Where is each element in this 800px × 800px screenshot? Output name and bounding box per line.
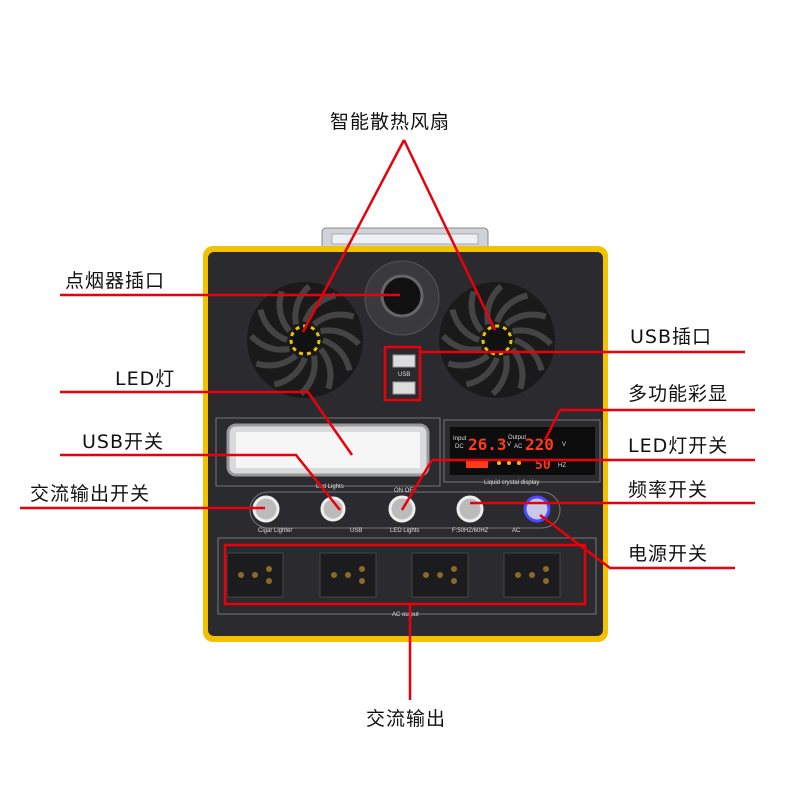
outlet-hole xyxy=(345,572,351,578)
power-switch[interactable] xyxy=(523,495,551,523)
label-ac-output: 交流输出 xyxy=(366,708,447,730)
frequency-switch[interactable] xyxy=(456,495,484,523)
lcd-input-value: 26.3 xyxy=(468,435,507,454)
usb-switch[interactable] xyxy=(320,496,346,522)
fan-blade xyxy=(449,308,481,343)
btn-caption-led: LED Lights xyxy=(390,528,419,534)
annotation-lines xyxy=(20,139,755,700)
outlet-hole xyxy=(238,572,244,578)
lcd-volt-2: V xyxy=(562,442,566,448)
outlet-hole xyxy=(515,572,521,578)
outlet-hole xyxy=(359,566,365,572)
label-usb-port: USB插口 xyxy=(630,326,713,348)
handle xyxy=(321,227,489,251)
outlet-hole xyxy=(331,572,337,578)
outlet-hole xyxy=(529,572,535,578)
outlet-hole xyxy=(252,572,258,578)
btn-caption-cigar: Cigar Lighter xyxy=(258,528,292,534)
fan-blade xyxy=(255,353,298,369)
fan-blade xyxy=(504,311,547,327)
label-usb-switch: USB开关 xyxy=(82,431,165,453)
ac-output-caption: AC output xyxy=(392,612,419,618)
fan-blade xyxy=(318,347,334,390)
fan-right xyxy=(439,282,555,398)
led-lights-caption: Led Lights xyxy=(316,484,344,490)
fan-blade xyxy=(447,353,490,369)
lcd-caption: Liquid crystal display xyxy=(484,480,539,486)
ac-outlets: AC output xyxy=(217,537,597,618)
fan-blade xyxy=(321,337,353,372)
outlet-hole xyxy=(359,578,365,584)
outlet-hole xyxy=(543,578,549,584)
outlet-hole xyxy=(437,572,443,578)
outlet-hole xyxy=(451,566,457,572)
lcd-dc-label: DC xyxy=(455,444,464,450)
outlet-hole xyxy=(423,572,429,578)
outlet-hole xyxy=(266,566,272,572)
fan-blade xyxy=(248,333,290,353)
fan-blade xyxy=(494,292,529,324)
usb-ports: USB xyxy=(392,354,416,395)
label-led-light: LED灯 xyxy=(115,368,176,390)
fan-blade xyxy=(490,355,510,397)
cigar-lighter-socket xyxy=(364,260,440,336)
label-fan: 智能散热风扇 xyxy=(330,111,451,133)
fan-blade xyxy=(468,290,484,333)
outlet-hole xyxy=(266,578,272,584)
fan-blade xyxy=(257,308,289,343)
fan-blade xyxy=(312,311,355,327)
label-power-switch: 电源开关 xyxy=(628,543,709,565)
fan-blade xyxy=(273,356,308,388)
btn-caption-usb: USB xyxy=(350,528,362,534)
lcd-ac-label: AC xyxy=(514,444,523,450)
label-led-switch: LED灯开关 xyxy=(628,435,729,457)
fan-blade xyxy=(320,327,362,347)
usb-port-label: USB xyxy=(398,372,410,378)
fan-blade xyxy=(440,333,482,353)
btn-caption-freq: F:50HZ/60HZ xyxy=(452,528,489,534)
label-display: 多功能彩显 xyxy=(628,383,729,405)
label-cigar-socket: 点烟器插口 xyxy=(65,270,166,292)
lcd-volt-1: V xyxy=(507,442,511,448)
battery-bar xyxy=(466,459,488,468)
fan-blade xyxy=(484,283,504,325)
fan-left xyxy=(247,282,363,398)
label-ac-output-switch: 交流输出开关 xyxy=(30,483,151,505)
outlet-hole xyxy=(451,578,457,584)
lcd-output-value: 220 xyxy=(525,435,554,454)
lcd-input-label: Input xyxy=(453,436,467,442)
fan-blade xyxy=(512,327,554,347)
led-light: Led Lights xyxy=(215,417,441,490)
outlet-hole xyxy=(543,566,549,572)
lcd-output-label: Output xyxy=(508,435,526,441)
lcd-hz: HZ xyxy=(558,463,566,469)
fan-blade xyxy=(465,356,500,388)
lcd-display: Input DC 26.3 V Output AC 220 V 50 HZ Li… xyxy=(443,419,601,486)
on-off-caption: ON OFF xyxy=(394,488,417,494)
btn-caption-ac: AC xyxy=(512,528,521,534)
fan-blade xyxy=(292,283,312,325)
lcd-freq-value: 50 xyxy=(535,458,551,473)
label-frequency-switch: 频率开关 xyxy=(628,479,709,501)
